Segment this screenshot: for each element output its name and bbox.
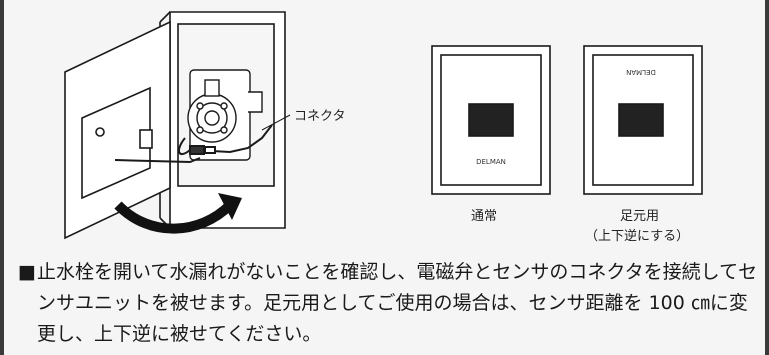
connector-label: コネクタ (294, 109, 346, 124)
arrow-head (218, 193, 242, 220)
foot-note: （上下逆にする） (585, 229, 690, 244)
installation-diagram: DELMAN DELMAN (64, 11, 703, 240)
instruction-text: ■止水栓を開いて水漏れがないことを確認し、電磁弁とセンサのコネクタを接続してセン… (18, 257, 763, 350)
left-border (0, 0, 4, 355)
instruction-body: 止水栓を開いて水漏れがないことを確認し、電磁弁とセンサのコネクタを接続してセンサ… (37, 261, 758, 345)
bullet-icon: ■ (18, 261, 36, 283)
cable (114, 124, 273, 164)
right-border (765, 0, 769, 355)
brand-foot-flipped: DELMAN (626, 68, 656, 76)
normal-label: 通常 (471, 209, 498, 224)
brand-normal: DELMAN (476, 158, 506, 166)
sensor-foot (583, 45, 703, 195)
foot-label: 足元用 (620, 209, 660, 224)
valve (187, 69, 263, 161)
sensor-cover-open (64, 20, 171, 240)
rotation-arrow (114, 201, 234, 234)
sensor-normal (431, 45, 551, 195)
connector-leader (261, 114, 291, 131)
